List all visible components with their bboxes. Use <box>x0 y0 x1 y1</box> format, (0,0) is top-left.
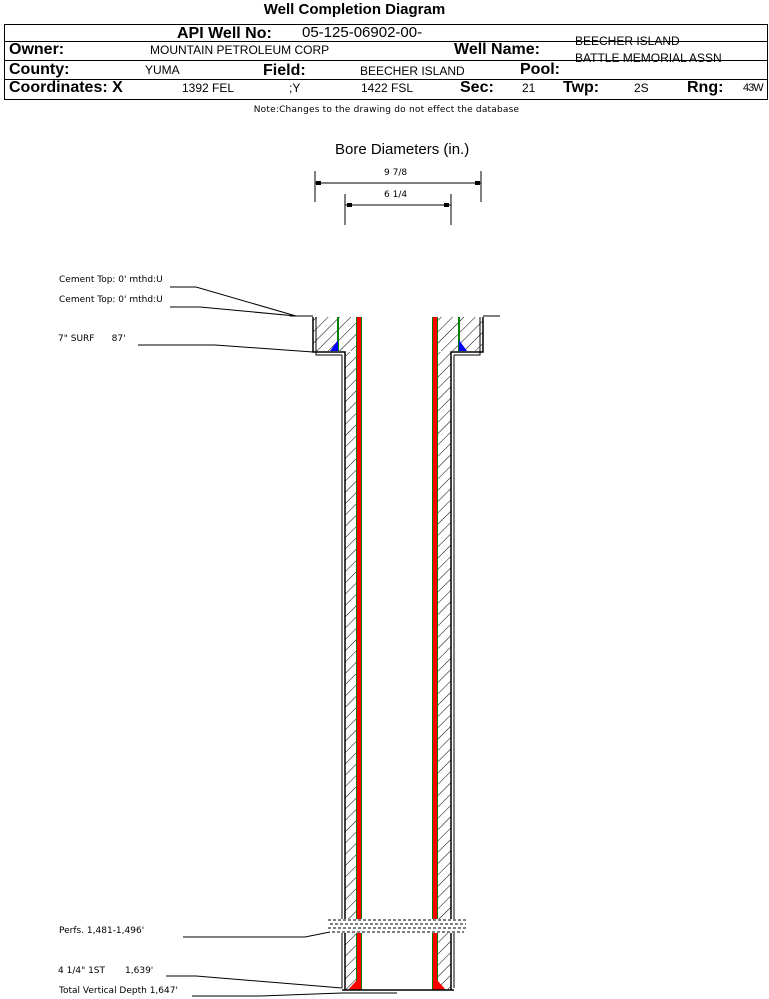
surface-casing-leader <box>138 344 314 353</box>
county-label: County: <box>9 61 70 78</box>
owner-label: Owner: <box>9 41 65 58</box>
annulus-left <box>345 352 357 990</box>
rng-value: 43W <box>743 82 764 94</box>
production-casing-right <box>432 317 446 990</box>
perforations-label: Perfs. 1,481-1,496' <box>59 926 145 936</box>
pool-label: Pool: <box>520 61 560 78</box>
row-divider <box>5 79 767 80</box>
well-name-line2: BATTLE MEMORIAL ASSN <box>575 51 722 65</box>
api-well-no-label: API Well No: <box>177 25 272 42</box>
outer-diameter-dimension <box>314 171 482 202</box>
inner-diameter-dimension <box>344 194 452 225</box>
leader-lines <box>138 286 343 997</box>
api-well-no-value: 05-125-06902-00- <box>302 24 423 41</box>
cement-top-label-1: Cement Top: 0' mthd:U <box>59 275 163 285</box>
diagram-title: Well Completion Diagram <box>263 1 446 18</box>
database-note: Note:Changes to the drawing do not effec… <box>253 105 520 115</box>
production-casing-leader <box>166 975 343 989</box>
cement-top-leader-2 <box>170 306 297 317</box>
well-header-table <box>4 24 768 100</box>
cement-icon <box>330 340 338 351</box>
well-name-line1: BEECHER ISLAND <box>575 34 680 48</box>
arrow-left-icon <box>347 203 352 207</box>
rng-label: Rng: <box>687 79 724 96</box>
surface-casing-left <box>312 317 360 990</box>
well-name-label: Well Name: <box>454 41 540 58</box>
cement-top-label-2: Cement Top: 0' mthd:U <box>59 295 163 305</box>
row-divider <box>5 41 767 42</box>
coordinates-x-value: 1392 FEL <box>182 81 235 95</box>
coordinates-y-value: 1422 FSL <box>361 81 414 95</box>
county-value: YUMA <box>145 63 180 77</box>
arrow-right-icon <box>444 203 449 207</box>
owner-value: MOUNTAIN PETROLEUM CORP <box>150 43 330 57</box>
surface-casing-label: 7" SURF 87' <box>58 334 126 344</box>
production-casing-label: 4 1/4" 1ST 1,639' <box>58 966 154 976</box>
coordinates-label: Coordinates: X <box>9 79 123 96</box>
arrow-right-icon <box>475 181 480 185</box>
field-label: Field: <box>263 62 306 79</box>
perforations-leader <box>183 931 331 938</box>
field-value: BEECHER ISLAND <box>360 64 465 78</box>
outer-diameter-label: 9 7/8 <box>384 168 408 178</box>
production-casing-left <box>348 317 362 990</box>
row-divider <box>5 60 767 61</box>
arrow-left-icon <box>316 181 321 185</box>
inner-diameter-label: 6 1/4 <box>384 190 408 200</box>
cement-icon <box>459 340 467 351</box>
coordinates-y-label: ;Y <box>289 81 301 95</box>
bore-diameters-title: Bore Diameters (in.) <box>335 141 470 158</box>
total-depth-label: Total Vertical Depth 1,647' <box>59 986 178 996</box>
sec-label: Sec: <box>460 79 494 96</box>
sec-value: 21 <box>522 81 536 95</box>
annulus-right <box>437 352 451 990</box>
twp-label: Twp: <box>563 79 600 96</box>
cement-top-leader-1 <box>170 286 297 317</box>
perforations-zone <box>328 919 468 933</box>
twp-value: 2S <box>634 81 649 95</box>
total-depth-leader <box>192 992 343 997</box>
